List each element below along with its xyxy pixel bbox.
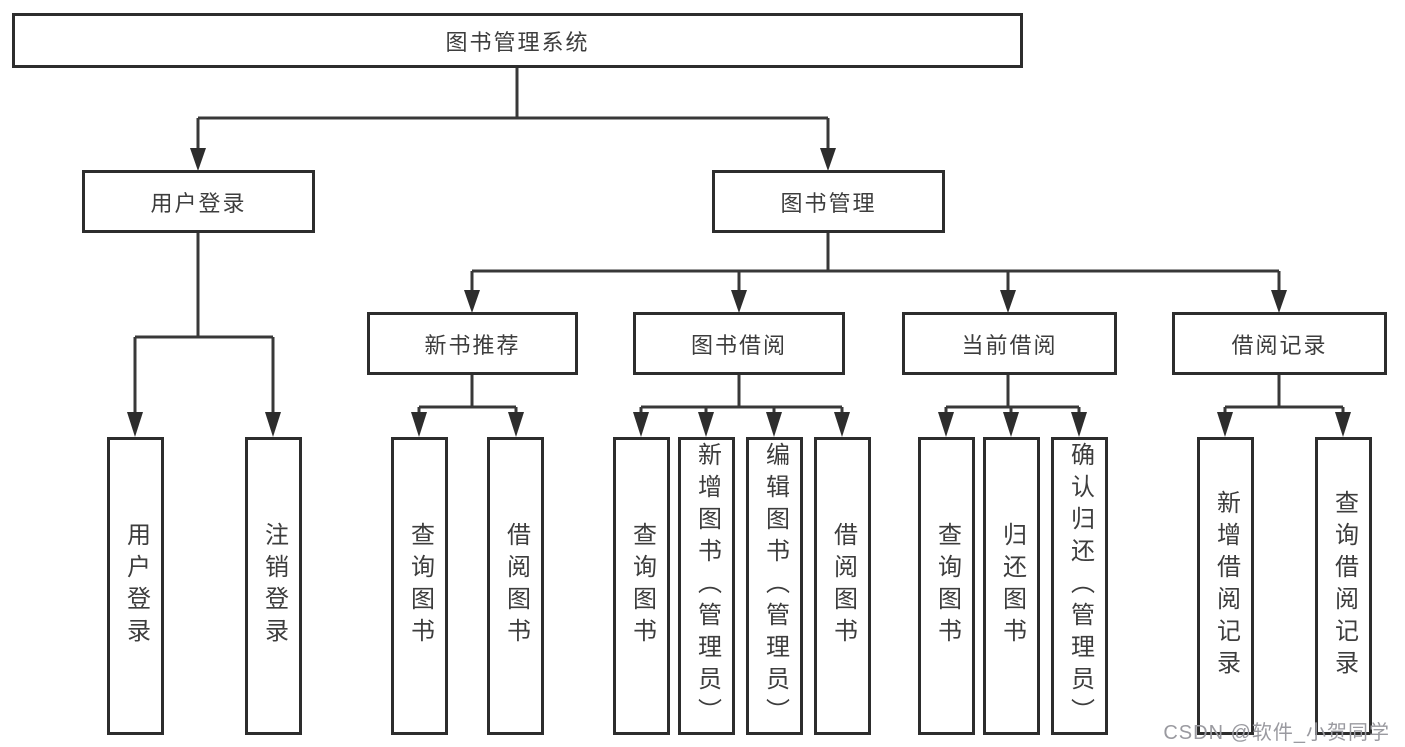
leaf-query-books-current: 查询图书 <box>918 437 975 735</box>
node-user-login: 用户登录 <box>82 170 315 233</box>
node-borrow-records: 借阅记录 <box>1172 312 1387 375</box>
node-current-borrow: 当前借阅 <box>902 312 1117 375</box>
connector-current-borrow-children <box>938 375 1087 437</box>
connector-book-borrow-children <box>633 375 850 437</box>
node-root: 图书管理系统 <box>12 13 1023 68</box>
connector-borrow-records-children <box>1217 375 1351 437</box>
leaf-borrow-books: 借阅图书 <box>814 437 871 735</box>
leaf-query-books-borrow: 查询图书 <box>613 437 670 735</box>
node-book-borrow: 图书借阅 <box>633 312 845 375</box>
leaf-user-login: 用户登录 <box>107 437 164 735</box>
leaf-add-borrow-record: 新增借阅记录 <box>1197 437 1254 735</box>
leaf-add-book-admin: 新增图书（管理员） <box>678 437 735 735</box>
leaf-borrow-books-recommend: 借阅图书 <box>487 437 544 735</box>
leaf-confirm-return-admin: 确认归还（管理员） <box>1051 437 1108 735</box>
leaf-return-book: 归还图书 <box>983 437 1040 735</box>
leaf-query-borrow-record: 查询借阅记录 <box>1315 437 1372 735</box>
csdn-watermark: CSDN @软件_小贺同学 <box>1163 722 1390 744</box>
connector-root-to-level2 <box>190 68 836 171</box>
node-new-book-recommend: 新书推荐 <box>367 312 578 375</box>
connector-new-book-children <box>411 375 524 437</box>
leaf-query-books-recommend: 查询图书 <box>391 437 448 735</box>
connector-book-management-children <box>464 233 1287 313</box>
node-book-management: 图书管理 <box>712 170 945 233</box>
leaf-logout: 注销登录 <box>245 437 302 735</box>
connector-user-login-children <box>127 233 281 437</box>
leaf-edit-book-admin: 编辑图书（管理员） <box>746 437 803 735</box>
